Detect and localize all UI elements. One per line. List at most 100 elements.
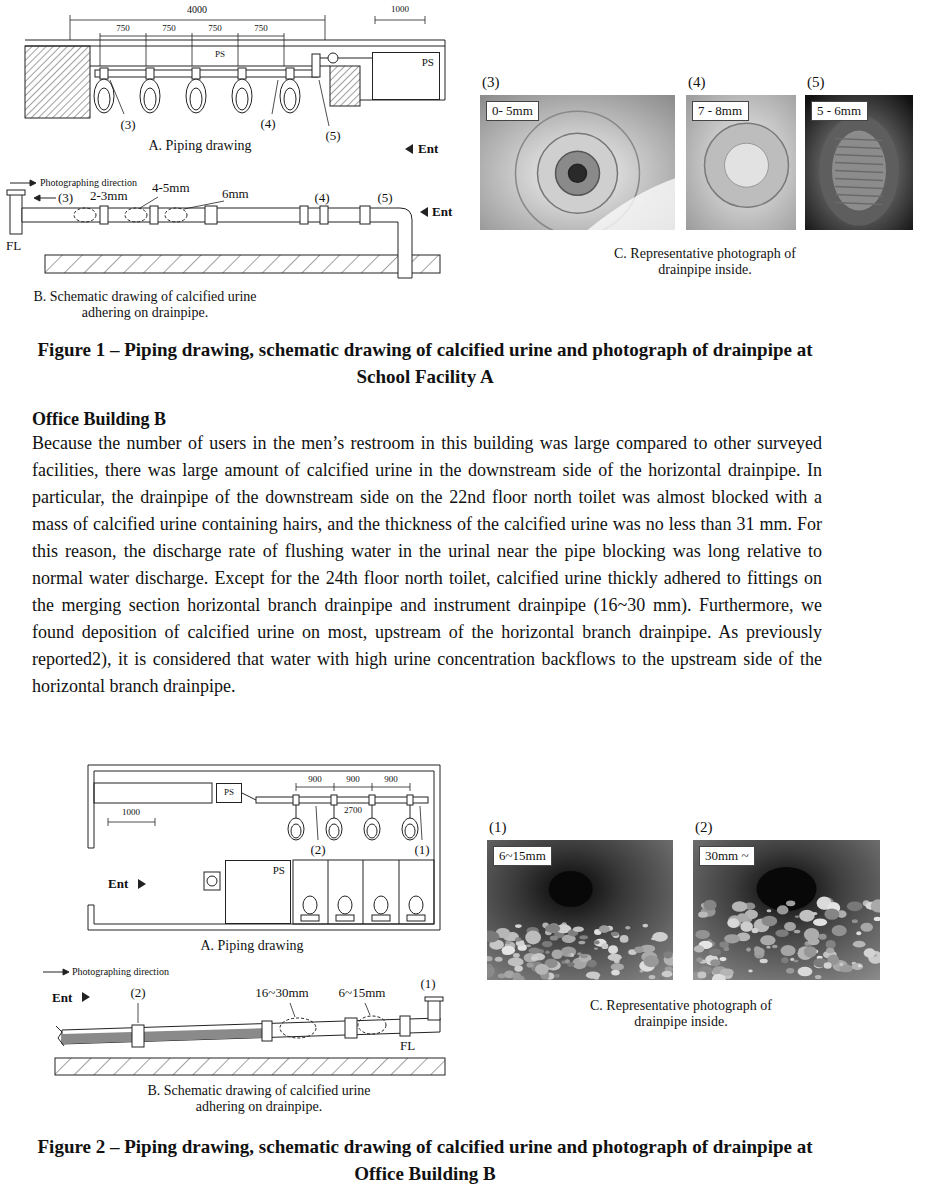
- node-text: (1): [489, 818, 507, 836]
- photo-image: [784, 922, 796, 931]
- thickness-label: 16~30mm: [255, 985, 308, 1001]
- callout-number: (1): [414, 842, 429, 858]
- photo-image: [652, 932, 668, 942]
- urinal-symbol: [288, 818, 418, 840]
- node-text: 30mm ~: [700, 847, 754, 865]
- dimension-line: [70, 15, 71, 40]
- deposit-marker: [125, 208, 147, 222]
- node-text: PS: [224, 788, 234, 798]
- photo-image: [611, 970, 620, 976]
- callout-number: (1): [420, 976, 435, 992]
- callout-number: (2): [310, 842, 325, 858]
- photo-image: [871, 899, 880, 912]
- photo-image: [795, 916, 799, 918]
- figure-caption: Figure 2 – Piping drawing, schematic dra…: [35, 1133, 815, 1187]
- drain-pipe: [100, 68, 108, 79]
- entrance-arrow: [405, 144, 413, 154]
- deposit-marker: [280, 1018, 316, 1038]
- pipe-space-box: PS: [225, 860, 291, 924]
- photo-image: [847, 901, 863, 911]
- entrance-label: Ent: [108, 876, 128, 892]
- room-walls: [88, 930, 440, 931]
- photo-image: [502, 946, 515, 955]
- drain-pipe: [95, 70, 318, 77]
- dimension-line: [146, 33, 147, 66]
- drain-pipe: [10, 194, 22, 234]
- photo-image: [515, 924, 522, 928]
- thickness-tag: 0- 5mm: [486, 101, 539, 121]
- floor-slab: [45, 255, 440, 273]
- urinal-symbol: [140, 79, 160, 113]
- leader-line: [316, 806, 422, 840]
- direction-arrow: [30, 180, 36, 186]
- thickness-tag: 5 - 6mm: [811, 101, 868, 121]
- photo-image: [748, 970, 752, 973]
- callout-number: (3): [58, 190, 73, 206]
- drain-pipe: [62, 1018, 440, 1044]
- direction-arrow: [40, 198, 56, 199]
- drain-pipe: [428, 1000, 440, 1020]
- dimension: 900: [384, 774, 398, 785]
- photo-image: [793, 960, 798, 963]
- photo-image: [663, 952, 672, 959]
- drain-pipe: [150, 206, 158, 224]
- figure-part-caption: A. Piping drawing: [200, 938, 303, 955]
- node-text: (5): [807, 73, 825, 91]
- photo-image: [573, 926, 584, 932]
- dimension: 750: [162, 23, 176, 34]
- thickness-tag: 30mm ~: [699, 846, 755, 866]
- dimension-line: [334, 783, 335, 791]
- photo-image: [538, 133, 618, 213]
- photo-image: [757, 867, 817, 911]
- photo-image: [525, 931, 541, 945]
- drain-pipe: [320, 58, 328, 59]
- toilet-symbol: [338, 896, 352, 914]
- photo-image: [556, 151, 600, 195]
- entrance-label: Ent: [418, 141, 438, 157]
- drain-pipe: [56, 1026, 64, 1046]
- photo-image: [835, 179, 883, 181]
- entrance-arrow: [138, 879, 146, 889]
- entrance-arrow: [420, 207, 428, 217]
- dimension-line: [192, 33, 193, 66]
- drain-pipe: [331, 795, 337, 805]
- entrance-arrow: [82, 992, 90, 1002]
- photo-image: [819, 934, 827, 940]
- toilet-symbol: [409, 896, 423, 914]
- dimension-line: [108, 818, 109, 826]
- photo-image: [720, 957, 727, 961]
- photo-image: [703, 900, 716, 911]
- photo-image: [513, 972, 521, 978]
- room-walls: [445, 40, 446, 100]
- node-text: 0- 5mm: [487, 102, 538, 120]
- thickness-label: 2-3mm: [90, 188, 128, 204]
- dimension-line: [284, 33, 285, 66]
- direction-label: Photographing direction: [40, 177, 137, 189]
- room-walls: [204, 872, 220, 890]
- photo-image: [587, 960, 597, 968]
- callout-number: (2): [130, 985, 145, 1001]
- entrance-arrow: [82, 992, 90, 1002]
- drain-pipe: [300, 206, 308, 224]
- photo-image: [752, 928, 759, 933]
- photo-image: [839, 963, 843, 967]
- drain-pipe: [320, 206, 328, 224]
- photo-image: [728, 915, 742, 927]
- drainpipe-photo: (4)7 - 8mm: [686, 95, 796, 230]
- drain-pipe: [256, 797, 428, 803]
- dimension-line: [108, 822, 155, 823]
- photo-image: [832, 925, 847, 936]
- toilet-symbol: [372, 915, 390, 921]
- photo-image: [781, 957, 788, 963]
- photo-image: [588, 178, 676, 230]
- deposit-marker: [74, 208, 96, 222]
- photo-image: [487, 965, 495, 978]
- drain-pipe: [312, 54, 320, 77]
- drainpipe-photo: (1)6~15mm: [487, 840, 673, 980]
- photo-image: [567, 954, 571, 956]
- urinal-symbol: [94, 79, 300, 113]
- photo-image: [555, 974, 560, 978]
- drain-pipe: [7, 190, 25, 195]
- photo-image: [732, 901, 747, 912]
